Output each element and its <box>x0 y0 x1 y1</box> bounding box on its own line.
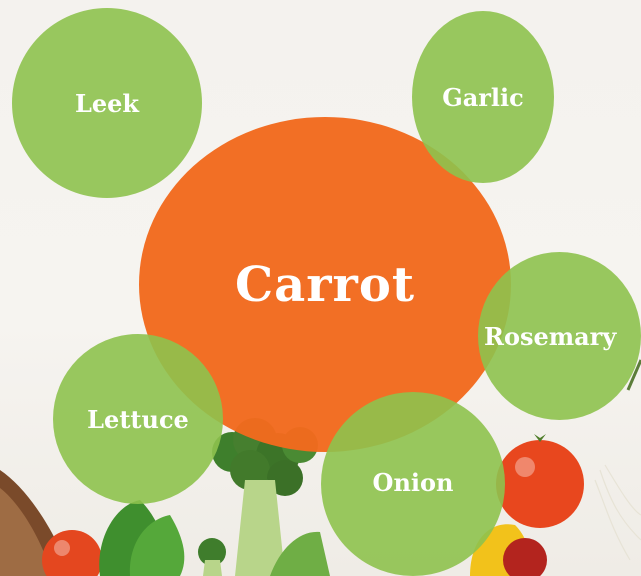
tomato-right <box>496 440 584 528</box>
node-leek-label: Leek <box>75 89 139 118</box>
node-onion-label: Onion <box>373 468 454 497</box>
node-garlic-label: Garlic <box>442 83 524 112</box>
node-garlic: Garlic <box>412 11 554 183</box>
node-lettuce-label: Lettuce <box>87 405 189 434</box>
center-node-label: Carrot <box>235 257 415 313</box>
node-onion: Onion <box>321 392 505 576</box>
node-rosemary-label: Rosemary <box>484 322 616 351</box>
node-rosemary: Rosemary <box>478 252 641 420</box>
node-lettuce: Lettuce <box>53 334 223 504</box>
node-leek: Leek <box>12 8 202 198</box>
garlic-roots <box>595 465 641 560</box>
